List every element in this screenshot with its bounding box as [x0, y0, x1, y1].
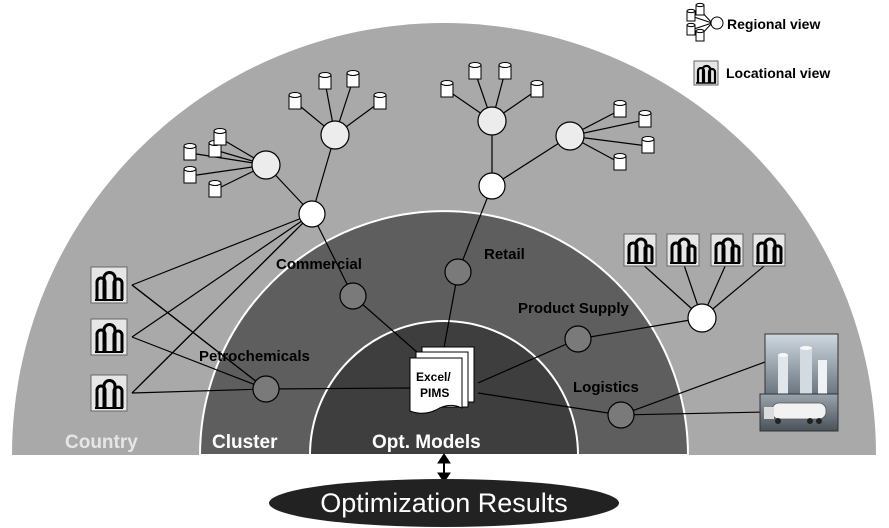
tank-icon	[288, 92, 302, 110]
excel-pims-document	[409, 346, 475, 414]
node-product-supply	[564, 325, 592, 353]
plant-icon	[752, 233, 786, 267]
results-label: Optimization Results	[320, 488, 568, 518]
label-product-supply: Product Supply	[518, 300, 629, 317]
plant-icon	[666, 233, 700, 267]
plants	[90, 233, 786, 412]
tank-icon	[346, 70, 360, 88]
plant-icon	[623, 233, 657, 267]
label-retail: Retail	[484, 246, 525, 263]
node-retail-top	[477, 106, 507, 136]
nodes	[251, 106, 717, 429]
results-oval	[269, 479, 619, 527]
tank-icon	[638, 110, 652, 128]
truck-photo-icon	[759, 393, 839, 432]
plant-icon	[90, 266, 128, 304]
node-retail-right	[555, 121, 585, 151]
node-commercial-hub	[298, 200, 326, 228]
tank-icon	[213, 128, 227, 146]
locational-view-icon	[693, 60, 719, 86]
results-arrow	[437, 453, 451, 483]
tank-icon	[373, 92, 387, 110]
node-commercial-left	[251, 150, 281, 180]
ring-label-country: Country	[65, 432, 138, 453]
node-petrochemicals	[252, 375, 280, 403]
core-line1: Excel/	[416, 370, 451, 384]
node-retail	[444, 258, 472, 286]
tank-icon	[468, 62, 482, 80]
plant-icon	[90, 374, 128, 412]
plant-icon	[710, 233, 744, 267]
tank-icon	[641, 136, 655, 154]
tank-icon	[613, 100, 627, 118]
node-retail-hub	[478, 172, 506, 200]
tank-icon	[498, 62, 512, 80]
refinery-photo-icon	[764, 333, 839, 395]
node-logistics	[607, 401, 635, 429]
tank-icon	[183, 166, 197, 184]
tank-icon	[530, 80, 544, 98]
tank-icon	[318, 72, 332, 90]
ring-label-opt-models: Opt. Models	[372, 432, 481, 453]
node-commercial	[339, 282, 367, 310]
core-line2: PIMS	[420, 386, 449, 400]
tank-icon	[208, 180, 222, 198]
tank-icon	[613, 153, 627, 171]
label-petrochemicals: Petrochemicals	[199, 348, 310, 365]
legend-locational-label: Locational view	[726, 65, 830, 81]
ring-label-cluster: Cluster	[212, 432, 278, 453]
tank-icon	[440, 80, 454, 98]
node-product-supply-hub	[687, 303, 717, 333]
label-commercial: Commercial	[276, 256, 362, 273]
regional-view-icon	[686, 2, 724, 42]
node-commercial-top	[320, 120, 350, 150]
tank-icon	[183, 143, 197, 161]
tanks	[183, 62, 655, 198]
label-logistics: Logistics	[573, 379, 639, 396]
plant-icon	[90, 318, 128, 356]
legend-regional-label: Regional view	[727, 16, 820, 32]
